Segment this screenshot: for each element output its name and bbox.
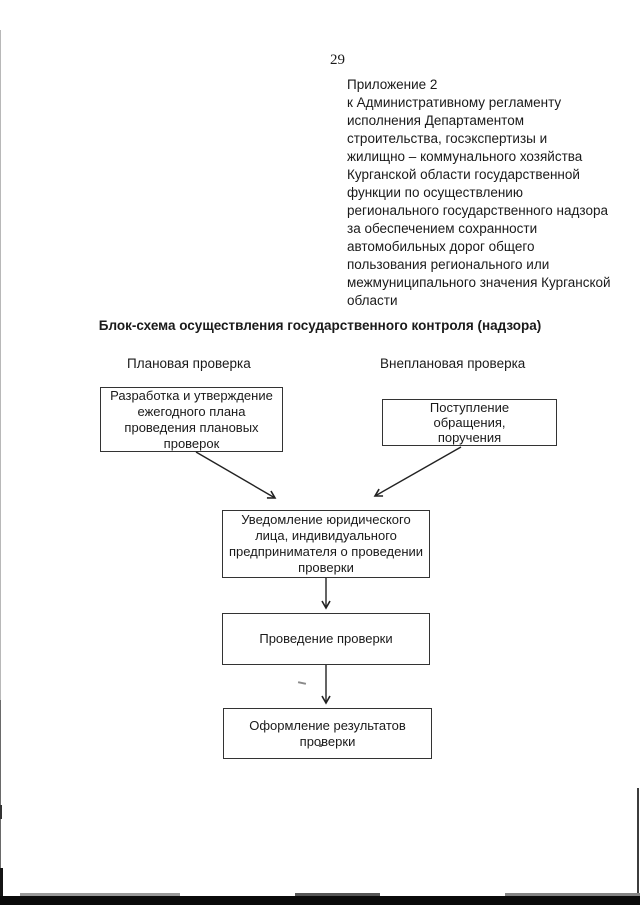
scan-artifact-bottom-band	[0, 896, 640, 905]
scan-artifact-left-segment-2	[0, 868, 3, 905]
flowchart-title: Блок-схема осуществления государственног…	[98, 318, 542, 333]
branch-label-planned: Плановая проверка	[127, 356, 251, 371]
branch-label-unplanned: Внеплановая проверка	[380, 356, 526, 371]
scan-artifact-gray-segment-2	[295, 893, 380, 896]
scan-artifact-gray-segment-3	[505, 893, 640, 896]
node-plan-development: Разработка и утверждение ежегодного план…	[100, 387, 283, 452]
page-number: 29	[330, 52, 345, 68]
scan-artifact-left-line-dark	[0, 700, 1, 905]
arrow-planned-to-notification	[195, 451, 277, 499]
node-request-received: Поступление обращения, поручения	[382, 399, 557, 446]
scan-artifact-right-line	[637, 788, 639, 905]
arrow-unplanned-to-notification	[373, 446, 462, 497]
scan-artifact-left-line-faint	[0, 30, 1, 905]
scan-artifact-gray-segment-1	[20, 893, 180, 896]
node-results: Оформление результатов проверки	[223, 708, 432, 759]
node-inspection: Проведение проверки	[222, 613, 430, 665]
node-notification: Уведомление юридического лица, индивидуа…	[222, 510, 430, 578]
scan-artifact-speck-1	[297, 681, 307, 685]
scan-artifact-left-segment-1	[0, 805, 2, 819]
appendix-header: Приложение 2 к Административному регламе…	[347, 77, 611, 308]
scan-artifact-speck-2	[319, 744, 322, 747]
